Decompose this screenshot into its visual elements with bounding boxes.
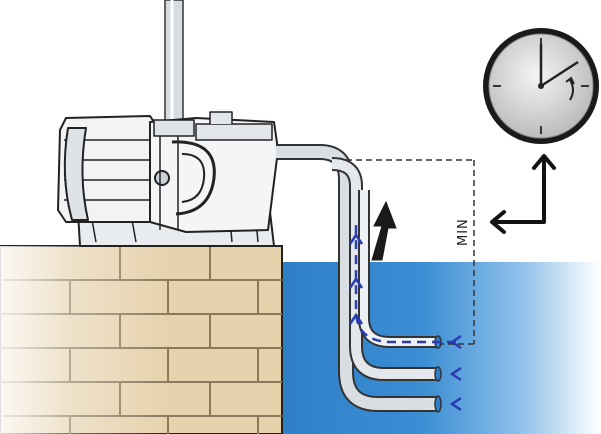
discharge-pipe xyxy=(164,0,184,133)
flow-arrowhead xyxy=(348,312,364,325)
flow-arrowhead xyxy=(449,334,462,350)
flow-arrowhead xyxy=(348,276,364,289)
brick-wall xyxy=(0,245,283,434)
flow-arrowhead xyxy=(449,366,462,382)
flow-path xyxy=(348,222,462,412)
clock-icon xyxy=(483,28,599,144)
flow-arrowhead xyxy=(348,232,364,245)
flow-arrowhead xyxy=(449,396,462,412)
min-label: MIN xyxy=(456,218,471,246)
pointer-arrow-icon xyxy=(490,154,556,234)
min-indicator xyxy=(346,159,475,345)
pump-icon xyxy=(57,111,279,247)
up-arrow-icon xyxy=(371,200,397,261)
suction-pipes xyxy=(276,144,442,413)
